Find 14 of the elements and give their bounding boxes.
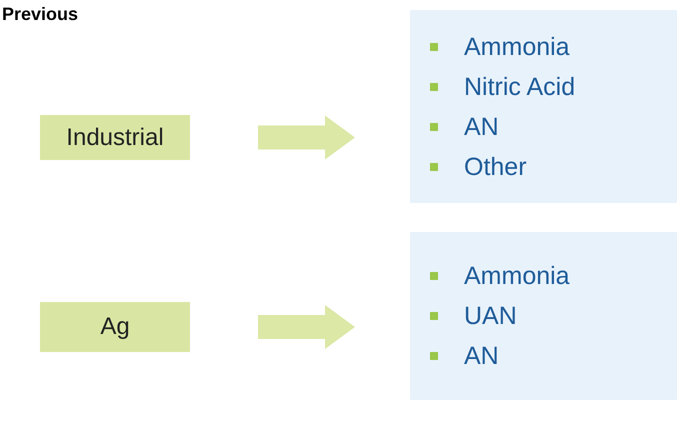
segment-box: Industrial bbox=[40, 115, 190, 160]
list-item: AN bbox=[464, 112, 499, 142]
list-item: UAN bbox=[464, 301, 517, 332]
product-list-panel bbox=[410, 10, 677, 203]
list-item: Nitric Acid bbox=[464, 72, 576, 102]
list-item: Ammonia bbox=[464, 32, 570, 62]
list-item: Ammonia bbox=[464, 261, 570, 292]
title: Previous bbox=[2, 4, 78, 25]
product-list-panel bbox=[410, 232, 677, 400]
block-arrow bbox=[258, 116, 355, 160]
segment-box: Ag bbox=[40, 302, 190, 352]
block-arrow bbox=[258, 305, 355, 349]
list-item: Other bbox=[464, 152, 527, 182]
list-item: AN bbox=[464, 341, 499, 372]
